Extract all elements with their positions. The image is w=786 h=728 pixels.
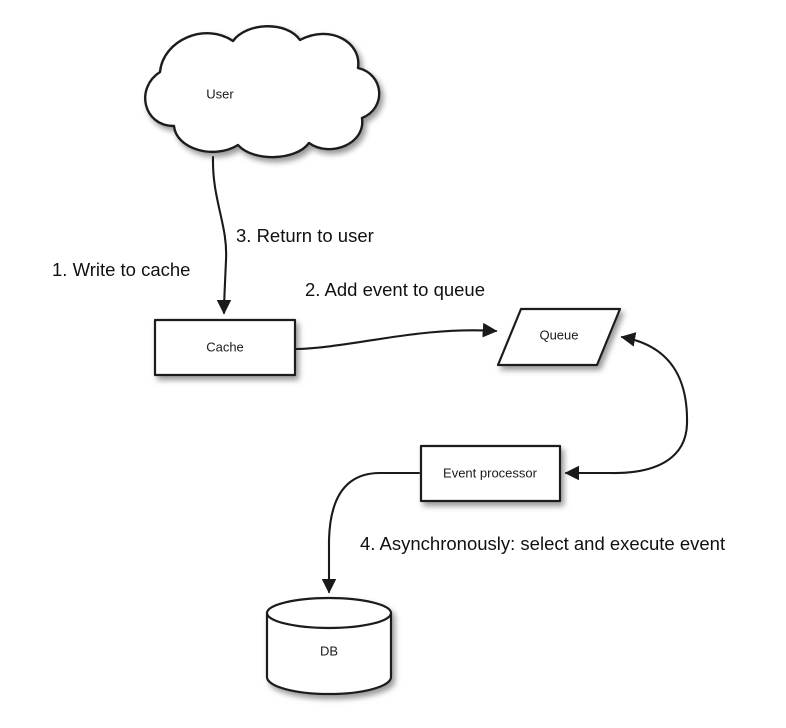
node-cache[interactable]: Cache [153, 318, 297, 377]
cache-box-shape [153, 318, 297, 377]
edge-cache-to-queue [294, 322, 498, 351]
step-label-2: 2. Add event to queue [305, 279, 485, 300]
step-label-1: 1. Write to cache [52, 259, 190, 280]
event-processor-box-shape [419, 444, 562, 503]
event-processor-label: Event processor [443, 465, 538, 480]
user-label: User [206, 86, 234, 101]
node-db[interactable]: DB [265, 596, 393, 696]
cache-label: Cache [206, 339, 244, 354]
db-label: DB [320, 643, 338, 658]
step-label-4: 4. Asynchronously: select and execute ev… [360, 533, 725, 554]
user-cloud-shape [144, 25, 381, 159]
step-label-3: 3. Return to user [236, 225, 374, 246]
edge-queue-event-processor [564, 332, 689, 481]
node-event-processor[interactable]: Event processor [419, 444, 562, 503]
edge-event-processor-to-db [321, 471, 421, 594]
node-user[interactable]: User [144, 25, 381, 159]
queue-label: Queue [539, 327, 578, 342]
node-queue[interactable]: Queue [496, 307, 622, 367]
edge-user-to-cache [211, 155, 232, 315]
db-cylinder-shape [265, 596, 393, 696]
